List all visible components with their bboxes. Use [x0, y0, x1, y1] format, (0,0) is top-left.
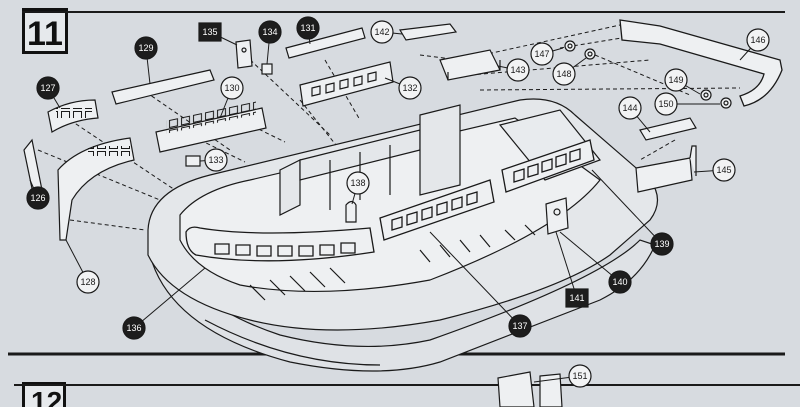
callout-label-137: 137 [512, 321, 527, 331]
callout-150: 150 [654, 92, 720, 116]
callout-label-138: 138 [350, 178, 365, 188]
callout-label-141: 141 [569, 293, 584, 303]
callout-label-128: 128 [80, 277, 95, 287]
part-130-window-panel [155, 100, 267, 153]
callout-label-127: 127 [40, 83, 55, 93]
part-136-main-window-panel [185, 226, 375, 262]
callout-label-131: 131 [300, 23, 315, 33]
part-151-next-step [497, 371, 563, 407]
part-140-hatch [545, 197, 569, 235]
callout-131: 131 [296, 16, 320, 45]
part-147-148-wheels [564, 40, 596, 60]
callout-141: 141 [555, 231, 589, 308]
callout-128: 128 [65, 239, 100, 294]
part-135-door [235, 39, 253, 69]
callout-144: 144 [618, 96, 651, 133]
callout-145: 145 [693, 158, 736, 182]
callout-label-142: 142 [374, 27, 389, 37]
part-127-front-window [47, 99, 99, 133]
part-149-150-wheels [700, 89, 732, 109]
callout-label-130: 130 [224, 83, 239, 93]
callout-134: 134 [258, 20, 282, 65]
callout-137: 137 [429, 231, 532, 338]
part-142-top-grille [399, 23, 458, 41]
callout-139: 139 [591, 169, 674, 256]
part-133-bracket [185, 155, 201, 167]
callout-label-132: 132 [402, 83, 417, 93]
callout-label-151: 151 [572, 371, 587, 381]
part-137-window-panel [379, 179, 495, 241]
callout-label-144: 144 [622, 103, 637, 113]
callout-132: 132 [384, 76, 422, 100]
callout-label-133: 133 [208, 155, 223, 165]
callout-label-134: 134 [262, 27, 277, 37]
part-138-pin [345, 200, 357, 223]
callout-133: 133 [199, 148, 228, 172]
callout-149: 149 [664, 68, 701, 95]
callout-148: 148 [552, 57, 587, 86]
part-145-rear-block [635, 145, 697, 193]
callout-143: 143 [497, 58, 530, 82]
callout-151: 151 [533, 364, 592, 388]
callout-127: 127 [36, 76, 61, 109]
callout-126: 126 [26, 179, 50, 210]
part-143-bench [439, 49, 501, 81]
part-128-curved-window-strip [57, 137, 135, 241]
callout-label-135: 135 [202, 27, 217, 37]
part-146-tail-fin [619, 19, 783, 107]
callout-label-145: 145 [716, 165, 731, 175]
callout-label-129: 129 [138, 43, 153, 53]
part-132-window-panel [299, 61, 394, 107]
callout-138: 138 [346, 171, 370, 205]
callout-130: 130 [219, 76, 244, 119]
part-139-window-panel [501, 139, 595, 193]
part-131-window-strip [285, 27, 366, 59]
callout-135: 135 [198, 22, 238, 46]
callout-140: 140 [559, 231, 632, 294]
part-callouts: 127 126 128 129 130 131 132 133 134 135 136 137 138 1… [26, 16, 770, 388]
callout-label-126: 126 [30, 193, 45, 203]
part-129-window-strip [111, 69, 215, 105]
callout-label-139: 139 [654, 239, 669, 249]
callout-label-143: 143 [510, 65, 525, 75]
callout-label-146: 146 [750, 35, 765, 45]
callout-129: 129 [134, 36, 158, 85]
callout-label-148: 148 [556, 69, 571, 79]
callout-146: 146 [739, 28, 770, 61]
callout-label-136: 136 [126, 323, 141, 333]
callout-label-150: 150 [658, 99, 673, 109]
next-step-number-box: 12 [22, 382, 66, 407]
part-144-ramp [639, 117, 697, 141]
callout-142: 142 [370, 20, 403, 44]
callout-147: 147 [530, 42, 564, 66]
part-134-block [261, 63, 273, 75]
step-number-box: 11 [22, 8, 68, 54]
callout-136: 136 [122, 267, 206, 340]
callout-label-149: 149 [668, 75, 683, 85]
callout-label-147: 147 [534, 49, 549, 59]
callout-label-140: 140 [612, 277, 627, 287]
